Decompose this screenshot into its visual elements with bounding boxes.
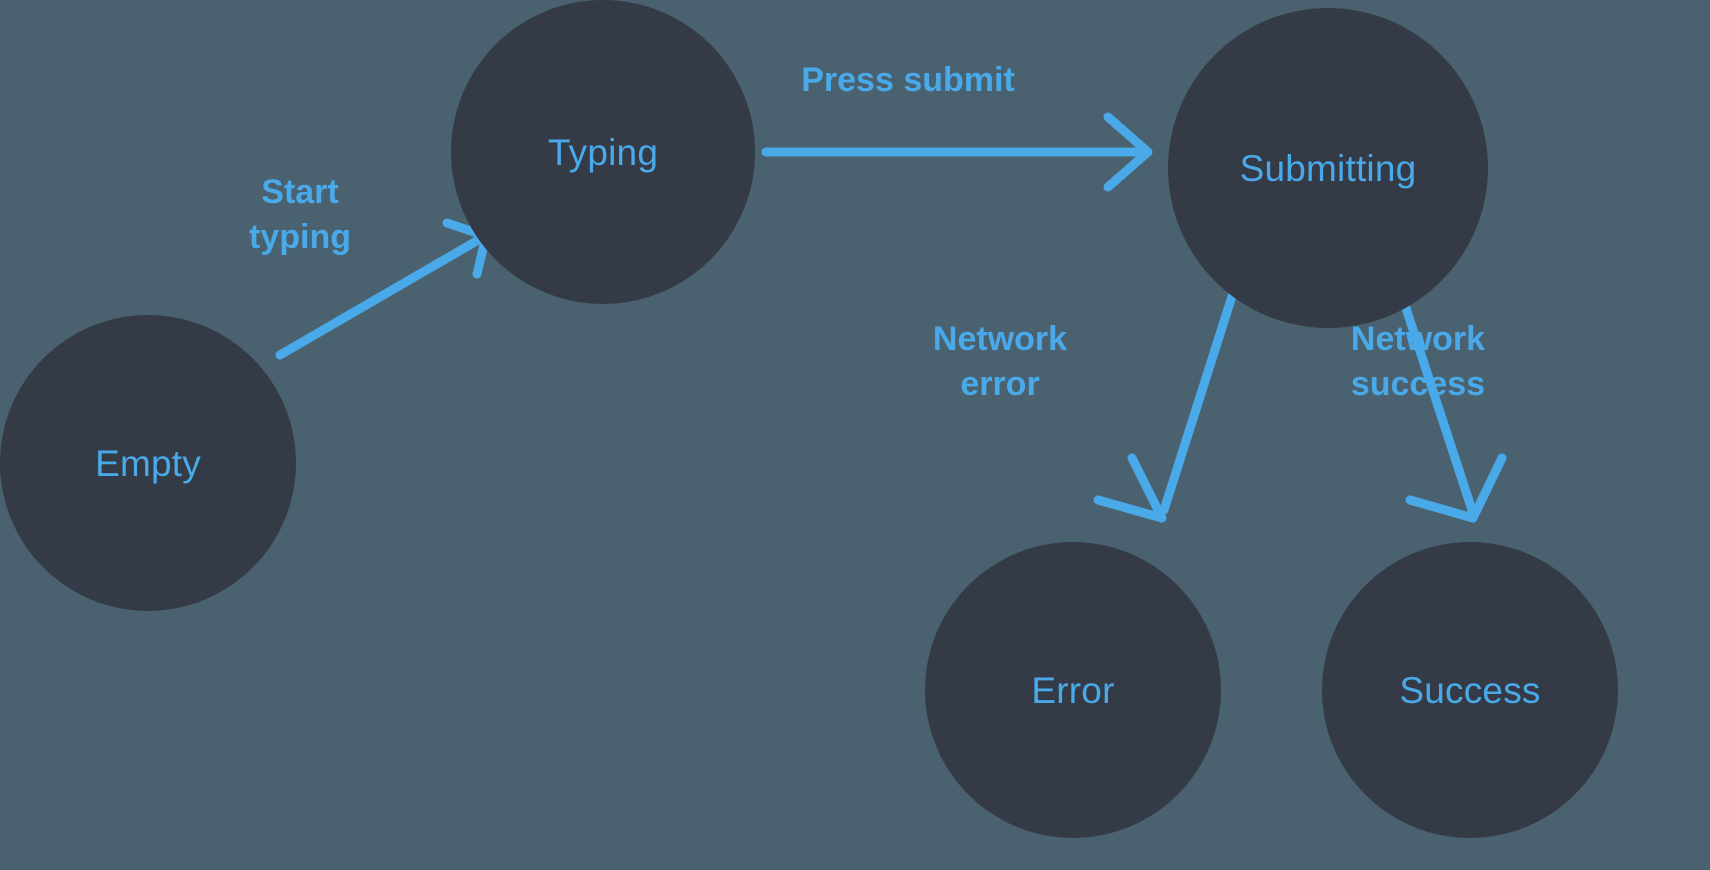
edge-label-network-error: Network error [932, 320, 1068, 403]
edge-label-press-submit: Press submit [801, 61, 1015, 99]
state-label-success: Success [1399, 669, 1541, 711]
edge-typing-to-submitting [761, 112, 1153, 192]
state-node-success[interactable]: Success [1322, 542, 1618, 838]
state-label-submitting: Submitting [1239, 147, 1417, 189]
state-node-submitting[interactable]: Submitting [1168, 8, 1488, 328]
edge-label-start-typing: Start typing [249, 173, 351, 256]
state-label-empty: Empty [95, 442, 201, 484]
state-label-typing: Typing [547, 131, 659, 173]
edge-submitting-to-error [1093, 285, 1239, 523]
state-node-error[interactable]: Error [925, 542, 1221, 838]
edge-label-network-success: Network success [1350, 320, 1486, 403]
state-label-error: Error [1031, 669, 1115, 711]
edge-submitting-to-success [1395, 285, 1507, 523]
state-node-empty[interactable]: Empty [0, 315, 296, 611]
state-node-typing[interactable]: Typing [451, 0, 755, 304]
